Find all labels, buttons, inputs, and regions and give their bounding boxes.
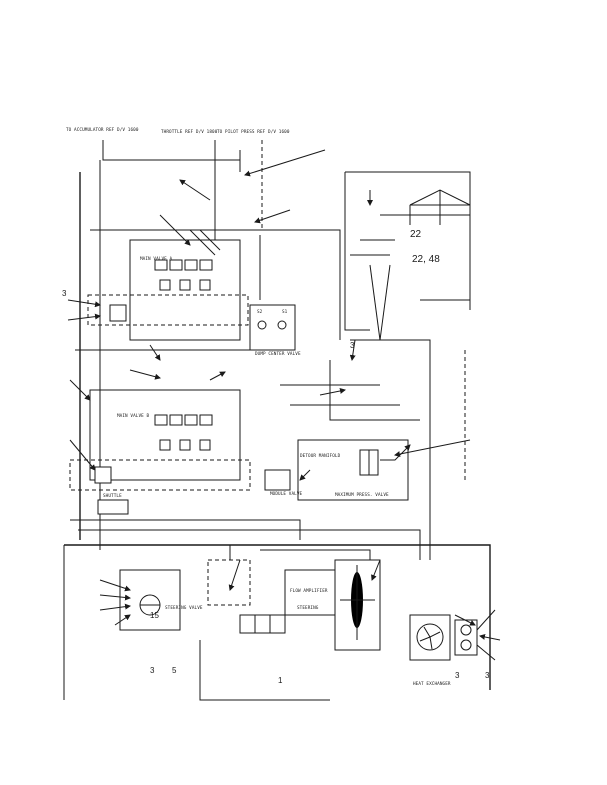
steering-label: STEERING	[297, 606, 319, 611]
s1-label: S1	[282, 310, 288, 315]
callout-3-b: 3	[150, 666, 155, 675]
callout-15: 15	[150, 611, 159, 620]
callout-3-e: 3	[350, 341, 355, 350]
detour-manifold	[264, 439, 411, 501]
heat-exchanger-label: HEAT EXCHANGER	[413, 682, 451, 687]
maximum-press-valve-label: MAXIMUM PRESS. VALVE	[335, 493, 389, 498]
flow-amplifier-label: FLOW AMPLIFIER	[290, 589, 328, 594]
callout-3-d: 3	[485, 671, 490, 680]
callout-leaders	[67, 149, 501, 641]
accumulator-note: TO ACCUMULATOR REF D/V 1600	[66, 128, 139, 133]
fan-icon	[419, 626, 441, 650]
upper-right-manifold	[360, 189, 471, 341]
callout-3-c: 3	[455, 671, 460, 680]
pump-icon	[460, 624, 472, 636]
callout-5: 5	[172, 666, 177, 675]
throttle-note: THROTTLE REF D/V 1800	[161, 130, 218, 135]
callout-3-a: 3	[62, 289, 67, 298]
pilot-press-note: TO PILOT PRESS REF D/V 1600	[217, 130, 290, 135]
dump-center-valve	[249, 304, 296, 351]
main-valve-b-label: MAIN VALVE B	[117, 414, 150, 419]
heat-exchanger	[409, 609, 496, 661]
callout-22: 22	[410, 229, 422, 240]
main-valve-b	[69, 389, 251, 515]
shuttle-label: SHUTTLE	[103, 494, 122, 499]
steering-section	[119, 545, 381, 701]
steering-valve-label: STEERING VALVE	[165, 606, 203, 611]
detour-manifold-label: DETOUR MANIFOLD	[300, 454, 341, 459]
callout-1: 1	[278, 676, 283, 685]
module-valve-label: MODULE VALVE	[270, 492, 303, 497]
outer-piping	[63, 140, 491, 700]
s2-label: S2	[257, 310, 263, 315]
main-valve-a	[87, 214, 249, 341]
callout-22-48: 22, 48	[412, 254, 440, 265]
dump-center-valve-label: DUMP CENTER VALVE	[255, 352, 301, 357]
main-valve-a-label: MAIN VALVE A	[140, 257, 173, 262]
